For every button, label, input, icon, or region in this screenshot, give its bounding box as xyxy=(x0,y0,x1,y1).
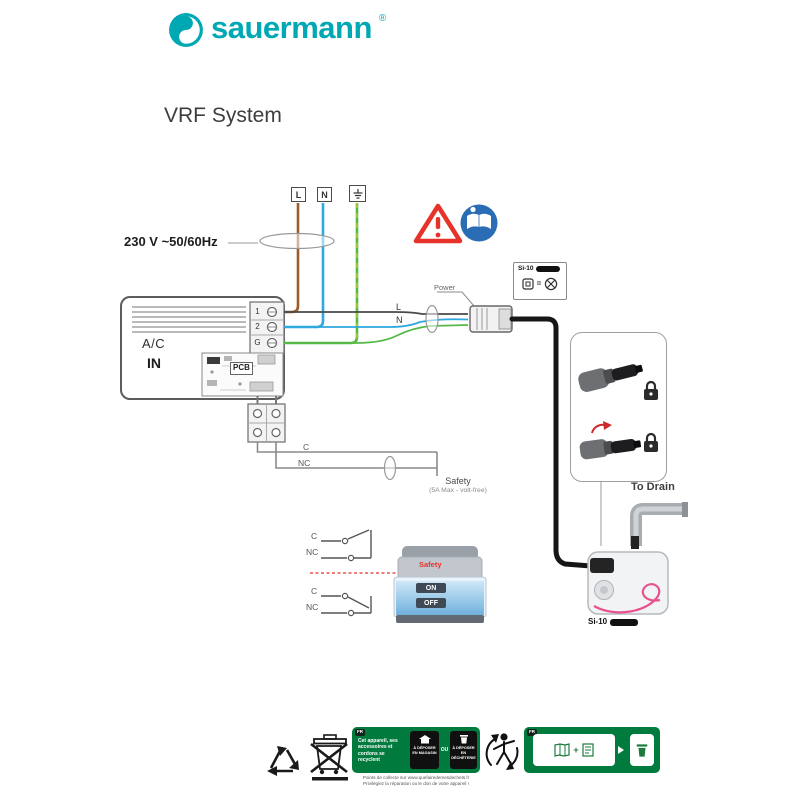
tank-off-label: OFF xyxy=(416,598,446,608)
dropoff-store-box: À DÉPOSER EN MAGASIN xyxy=(410,731,439,769)
recycle-headline: Cet appareil, ses accessoires et cordons… xyxy=(358,738,398,763)
dropoff-waste-box: À DÉPOSER EN DÉCHÈTERIE xyxy=(450,731,477,769)
repair-note: Privilégiez la réparation ou le don de v… xyxy=(363,780,469,786)
warning-icon xyxy=(413,203,463,244)
terminal-g-label: G xyxy=(254,338,261,347)
waste-bin-icon xyxy=(459,735,468,744)
safety-title: Safety xyxy=(445,476,471,486)
terminal-2-label: 2 xyxy=(255,322,260,331)
contact-open-c-label: C xyxy=(311,531,318,541)
shop-icon xyxy=(418,735,431,744)
sorting-bin-box xyxy=(630,734,654,766)
sorting-arrow-icon xyxy=(618,746,624,754)
green-bin-icon xyxy=(636,743,648,757)
or-label: OU xyxy=(440,747,449,753)
equals-label: = xyxy=(536,278,542,288)
terminal-1-label: 1 xyxy=(255,307,260,316)
power-pointer-line xyxy=(437,291,475,307)
terminal-l-box: L xyxy=(291,187,306,202)
read-manual-icon xyxy=(460,204,498,242)
ac-label: A/C xyxy=(142,336,166,351)
triman-icon xyxy=(485,733,519,770)
contact-open-nc-label: NC xyxy=(306,547,319,557)
safety-nc-label: NC xyxy=(298,458,311,468)
wire-n-label: N xyxy=(396,315,403,325)
recycle-info-panel: FR Cet appareil, ses accessoires et cord… xyxy=(352,727,480,773)
pump-power-wires xyxy=(284,311,469,344)
recycle-mobius-icon xyxy=(267,746,299,776)
earth-icon xyxy=(353,188,362,199)
wire-l-label: L xyxy=(396,302,402,312)
page-title: VRF System xyxy=(164,104,282,127)
brand-name: sauermann xyxy=(211,10,372,45)
dropoff-store-label: À DÉPOSER EN MAGASIN xyxy=(412,746,437,755)
fr-flag-badge-2: FR xyxy=(527,729,537,736)
pump-unit xyxy=(587,551,669,615)
terminal-earth-box xyxy=(349,185,366,202)
tank-safety-label: Safety xyxy=(419,560,442,569)
recycle-notes: Points de collecte sur www.quefairedemes… xyxy=(346,775,486,787)
safety-c-label: C xyxy=(303,442,310,452)
contact-closed-nc-label: NC xyxy=(306,602,319,612)
power-cable-label: Power xyxy=(434,283,456,292)
ac-in-label: IN xyxy=(147,355,161,371)
contact-closed-c-label: C xyxy=(311,586,318,596)
plus-label: + xyxy=(573,744,579,755)
terminal-n-box: N xyxy=(317,187,332,202)
document-icon xyxy=(582,743,594,757)
safety-connector-block xyxy=(247,403,286,443)
brand-logo: sauermann ® xyxy=(168,12,386,48)
pump-model-row: Si-10 xyxy=(588,617,639,626)
pump-brand-badge xyxy=(610,618,639,626)
safety-wires xyxy=(256,442,438,476)
si10-detector-callout: Si-10 = xyxy=(513,262,567,300)
safety-subtitle: (5A Max - volt-free) xyxy=(429,487,487,494)
fr-flag-badge: FR xyxy=(355,729,365,736)
brand-badge xyxy=(535,266,560,273)
cable-sheath-marker-3 xyxy=(383,455,397,481)
sauermann-logo-icon xyxy=(169,13,203,47)
recycle-sorting-panel: FR + xyxy=(524,727,660,773)
supply-wires xyxy=(284,203,359,345)
collection-points-note: Points de collecte sur www.quefairedemes… xyxy=(362,775,470,780)
unit-icon xyxy=(522,277,534,290)
safety-caption: Safety (5A Max - volt-free) xyxy=(405,476,511,494)
pump-model-label: Si-10 xyxy=(588,617,608,626)
weee-crossed-bin-icon xyxy=(310,734,348,781)
cable-sheath-marker xyxy=(259,232,335,250)
connector-locking-callout xyxy=(570,332,667,482)
dropoff-waste-label: À DÉPOSER EN DÉCHÈTERIE xyxy=(451,746,476,760)
registered-mark: ® xyxy=(378,13,387,24)
detector-model-label: Si-10 xyxy=(518,265,534,272)
pcb-label: PCB xyxy=(230,362,253,375)
sorting-items-box: + xyxy=(533,734,615,766)
supply-voltage-label: 230 V ~50/60Hz xyxy=(124,234,218,249)
tank-on-label: ON xyxy=(416,583,446,593)
to-drain-label: To Drain xyxy=(631,481,675,493)
volt-free-contact-closed xyxy=(321,592,372,617)
leaflet-icon xyxy=(554,743,570,757)
no-open-icon xyxy=(545,277,558,290)
power-plug-connector xyxy=(469,305,513,333)
cable-sheath-marker-2 xyxy=(425,304,439,334)
pump-pink-accent xyxy=(593,583,661,614)
volt-free-contact-open xyxy=(321,529,372,562)
drain-pipe xyxy=(630,502,688,549)
